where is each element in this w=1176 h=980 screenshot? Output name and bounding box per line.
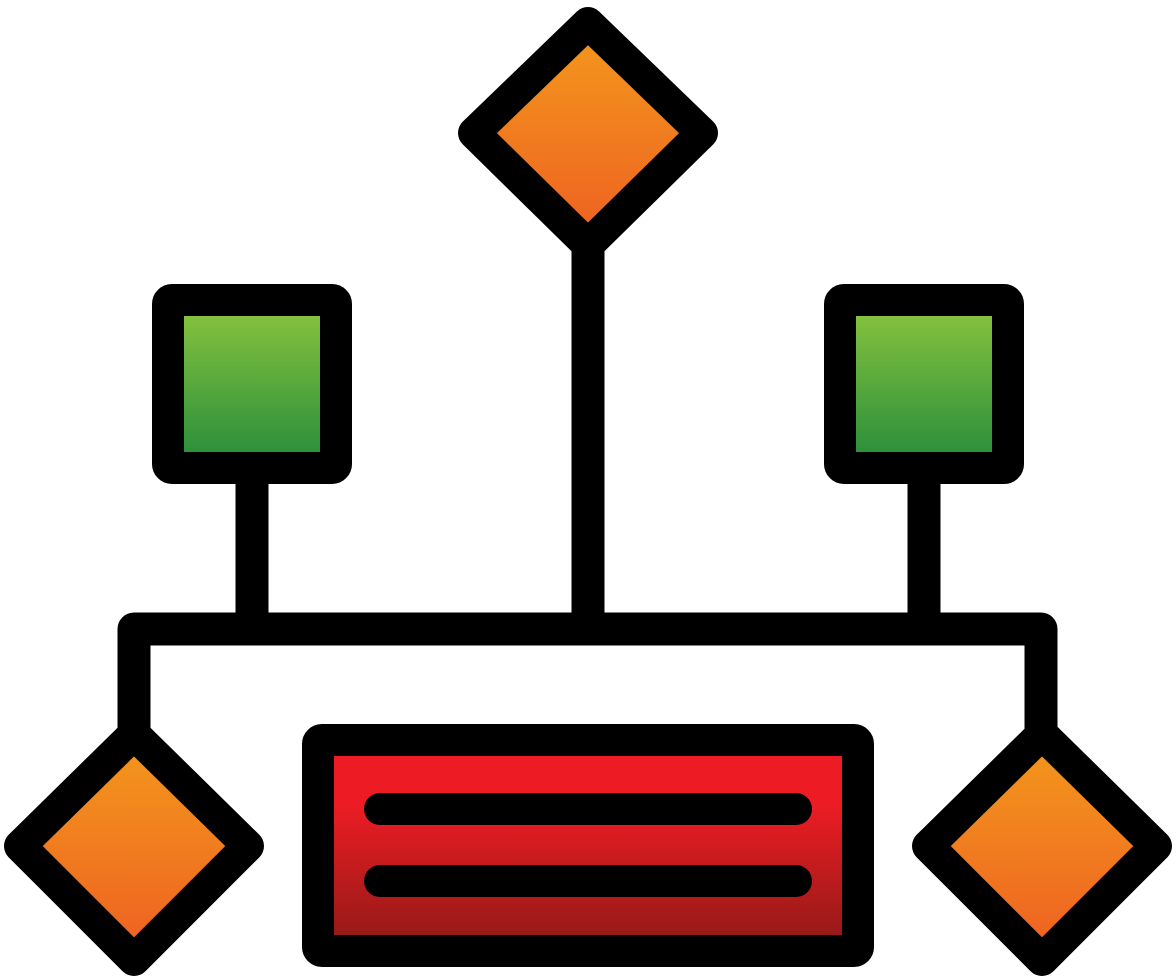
center-rectangle [302, 724, 874, 967]
connector-lines [117, 233, 1058, 752]
rectangle-text-lines [364, 793, 812, 897]
bottom-right-diamond [912, 718, 1172, 976]
right-square [824, 284, 1024, 484]
top-diamond [458, 7, 718, 261]
left-square [152, 284, 352, 484]
bottom-left-diamond [4, 718, 264, 976]
connector-bus [117, 612, 1058, 752]
